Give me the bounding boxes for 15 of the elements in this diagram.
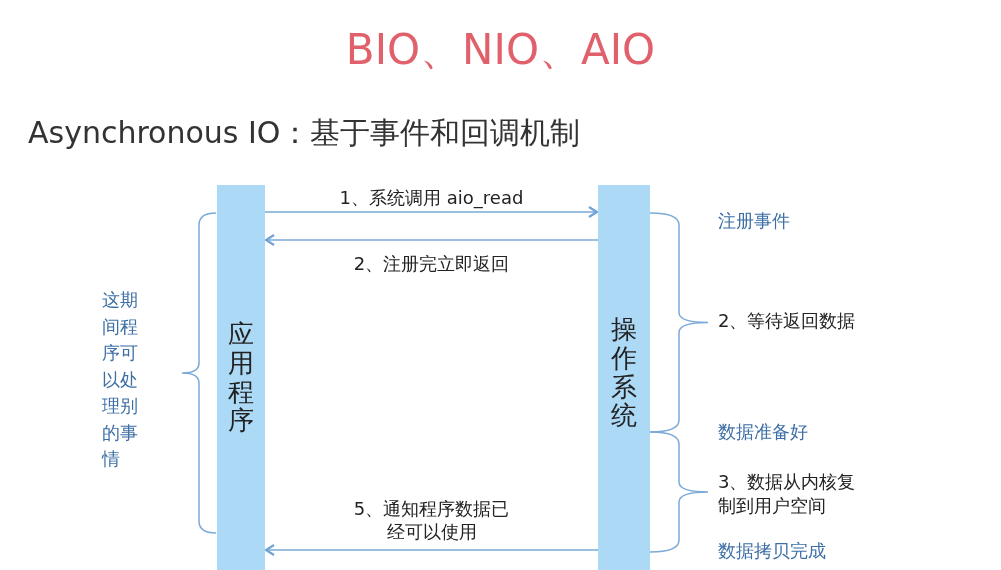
annotation: 注册事件 bbox=[718, 209, 791, 233]
side-note: 这期间程序可以处理别的事情 bbox=[102, 288, 139, 471]
lifeline-bar bbox=[598, 185, 650, 570]
arrow bbox=[264, 233, 599, 247]
subtitle: Asynchronous IO：基于事件和回调机制 bbox=[28, 114, 582, 152]
annotation: 2、等待返回数据 bbox=[718, 309, 857, 333]
arrow bbox=[264, 205, 599, 219]
annotation: 数据准备好 bbox=[718, 420, 809, 444]
lifeline-label: 应用程序 bbox=[228, 320, 254, 435]
lifeline-bar bbox=[217, 185, 265, 570]
annotation: 数据拷贝完成 bbox=[718, 539, 827, 563]
arrow bbox=[264, 543, 599, 557]
annotation: 3、数据从内核复制到用户空间 bbox=[718, 470, 857, 518]
title: BIO、NIO、AIO bbox=[344, 24, 657, 76]
lifeline-label: 操作系统 bbox=[611, 315, 637, 430]
